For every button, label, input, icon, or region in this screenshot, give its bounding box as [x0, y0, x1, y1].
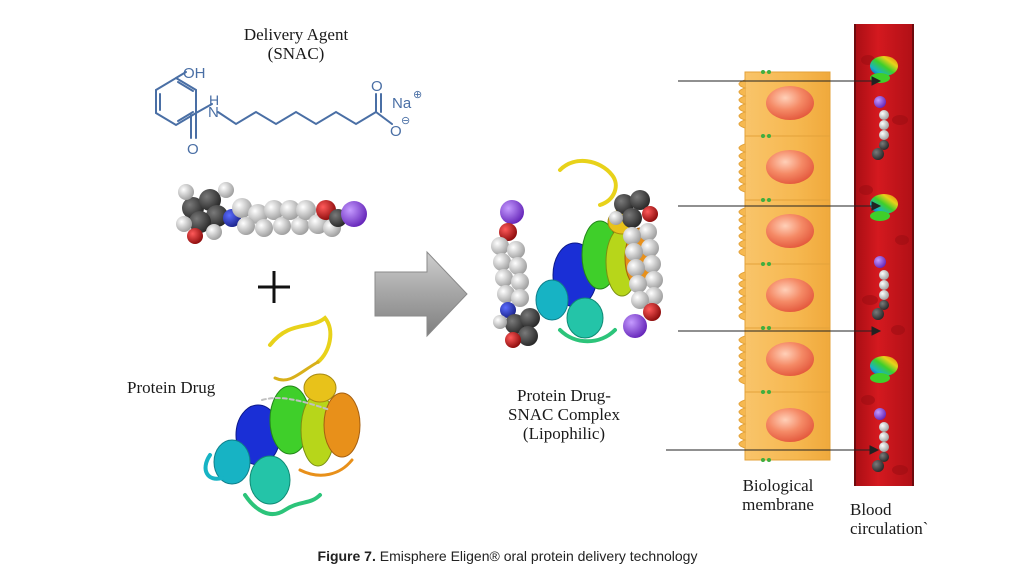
- snac-in-blood: [872, 408, 889, 472]
- benzene-ring: [155, 76, 197, 127]
- protein-in-blood: [870, 194, 898, 221]
- figure-number: Figure 7.: [317, 548, 376, 564]
- delivery-agent-title: Delivery Agent: [243, 25, 349, 44]
- protein-snac-complex: [491, 158, 663, 348]
- protein-in-blood: [870, 56, 898, 83]
- blood-vessel: [854, 24, 914, 486]
- chem-o-carbonyl-label: O: [187, 141, 199, 158]
- epithelial-cell: [738, 135, 831, 201]
- epithelial-cell: [738, 391, 831, 461]
- chem-o-minus-label: O: [390, 123, 402, 140]
- protein-drug-label: Protein Drug: [127, 378, 216, 397]
- figure-caption: Figure 7. Emisphere Eligen® oral protein…: [0, 548, 1015, 564]
- blood-circulation-line2: circulation`: [850, 519, 929, 538]
- chem-oh-label: OH: [183, 65, 206, 82]
- biological-membrane-label: Biological membrane: [718, 476, 838, 514]
- delivery-agent-label: Delivery Agent (SNAC): [226, 25, 366, 63]
- chem-h-label: H: [209, 92, 220, 108]
- blood-circulation-label: Blood circulation`: [850, 500, 928, 538]
- epithelial-cell: [738, 199, 831, 265]
- delivery-agent-abbrev: (SNAC): [267, 44, 325, 63]
- chem-o-acid-label: O: [371, 78, 383, 95]
- chem-na-label: Na: [392, 95, 412, 112]
- protein-drug-ribbon: [203, 315, 361, 516]
- snac-structure: [155, 71, 393, 139]
- epithelial-cell: [738, 71, 831, 137]
- figure-caption-text: Emisphere Eligen® oral protein delivery …: [375, 548, 698, 564]
- snac-in-blood: [872, 96, 889, 160]
- chem-plus-charge: ⊕: [413, 89, 423, 101]
- chem-minus-charge: ⊖: [401, 115, 411, 127]
- biological-membrane-line1: Biological: [742, 476, 814, 495]
- snac-spacefill-model: [176, 182, 367, 244]
- blood-circulation-line1: Blood: [850, 500, 892, 519]
- complex-label-line2: SNAC Complex: [508, 405, 620, 424]
- epithelial-cell: [738, 263, 831, 329]
- protein-in-blood: [870, 356, 898, 383]
- epithelial-cell: [738, 327, 831, 393]
- biological-membrane-line2: membrane: [742, 495, 814, 514]
- complex-label-line1: Protein Drug-: [517, 386, 611, 405]
- plus-symbol: [258, 271, 290, 303]
- transport-arrows: [666, 76, 882, 455]
- process-arrow: [374, 250, 468, 338]
- chem-n-label: N: [208, 104, 219, 121]
- biological-membrane: [738, 70, 831, 462]
- complex-label-line3: (Lipophilic): [522, 424, 606, 443]
- snac-in-blood: [872, 256, 889, 320]
- complex-label: Protein Drug- SNAC Complex (Lipophilic): [494, 386, 634, 443]
